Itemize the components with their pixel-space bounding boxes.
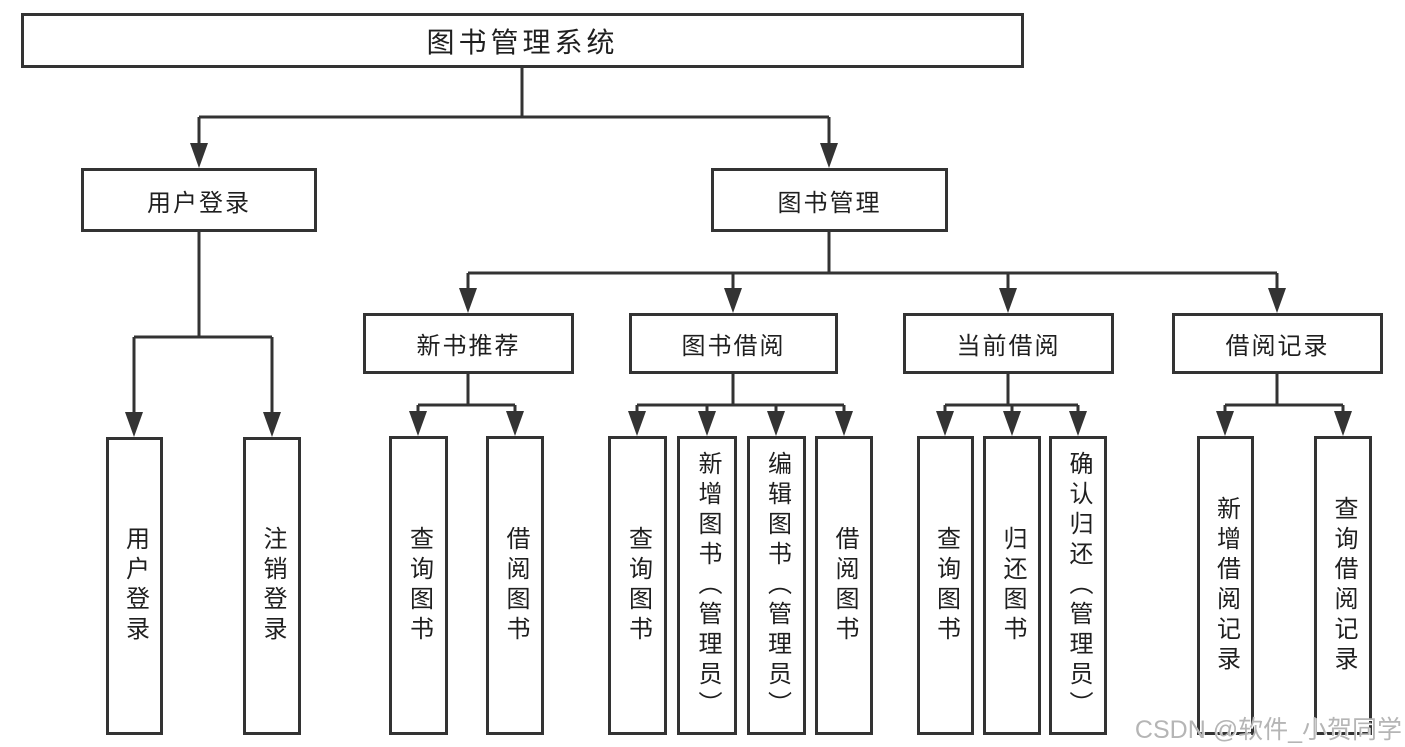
node-user-login: 用户登录 [81,168,317,232]
leaf-borrow-books-recommend: 借阅图书 [486,436,544,735]
connector-user-login-children [125,232,281,437]
leaf-logout: 注销登录 [243,437,301,735]
node-borrow-records: 借阅记录 [1172,313,1383,374]
leaf-query-borrow-record: 查询借阅记录 [1314,436,1372,735]
csdn-watermark: CSDN @软件_小贺同学 [1134,716,1402,744]
leaf-confirm-return-admin: 确认归还（管理员） [1049,436,1107,735]
node-library-management-system: 图书管理系统 [21,13,1024,68]
connector-book-borrow-children [628,374,853,436]
connector-new-book-recommend-children [409,374,524,436]
leaf-return-books: 归还图书 [983,436,1041,735]
connector-root-to-level2 [190,68,838,168]
leaf-add-books-admin: 新增图书（管理员） [677,436,737,735]
leaf-borrow-books: 借阅图书 [815,436,873,735]
connector-borrow-records-children [1216,374,1352,436]
node-current-borrow: 当前借阅 [903,313,1114,374]
connector-book-management-children [459,232,1286,313]
node-new-book-recommend: 新书推荐 [363,313,574,374]
leaf-add-borrow-record: 新增借阅记录 [1197,436,1254,735]
connector-current-borrow-children [936,374,1087,436]
leaf-query-books-borrow: 查询图书 [608,436,667,735]
leaf-query-books-current: 查询图书 [917,436,974,735]
node-book-borrow: 图书借阅 [629,313,838,374]
leaf-edit-books-admin: 编辑图书（管理员） [747,436,806,735]
node-book-management: 图书管理 [711,168,948,232]
leaf-user-login: 用户登录 [106,437,163,735]
leaf-query-books-recommend: 查询图书 [389,436,448,735]
